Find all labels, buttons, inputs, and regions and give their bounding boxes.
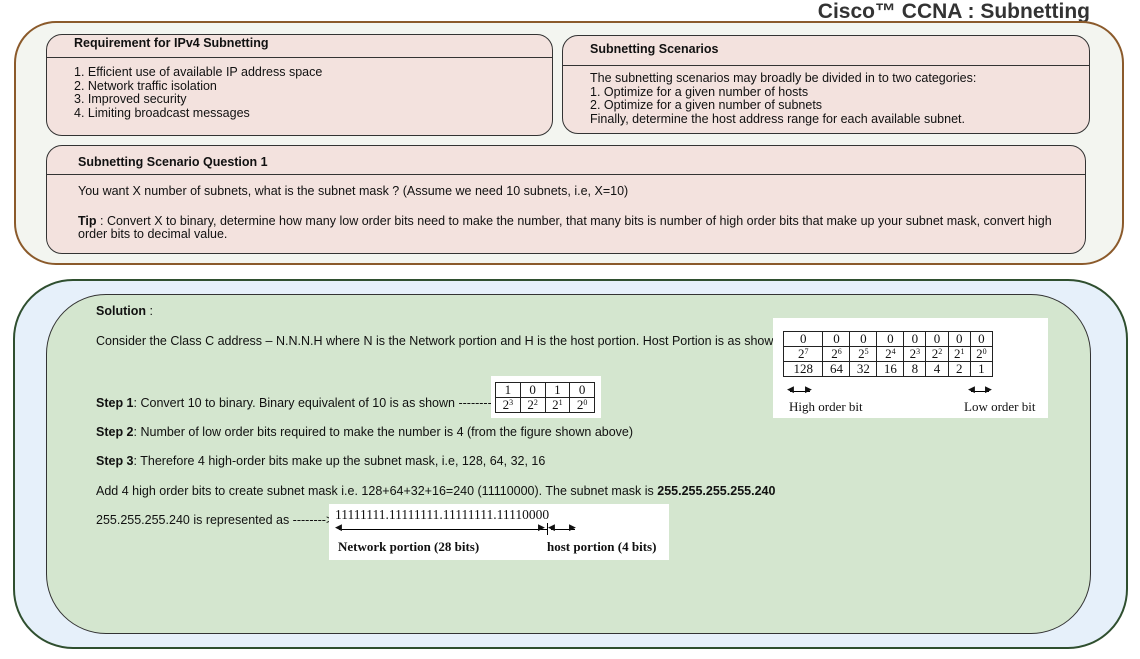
power-cell: 22 xyxy=(519,397,546,413)
value-cell: 16 xyxy=(876,361,905,377)
subnet-mask-text: Add 4 high order bits to create subnet m… xyxy=(96,484,775,498)
bit-cell: 0 xyxy=(822,331,851,347)
value-cell: 1 xyxy=(969,361,994,377)
host-arrow xyxy=(551,529,575,530)
bit-cell: 0 xyxy=(947,331,971,347)
step1-label: Step 1 xyxy=(96,396,134,410)
power-cell: 27 xyxy=(782,346,824,362)
list-item: 4. Limiting broadcast messages xyxy=(74,105,250,120)
host-arrow-left-head: ◀ xyxy=(548,522,555,532)
low-order-label: Low order bit xyxy=(964,399,1036,414)
list-item: The subnetting scenarios may broadly be … xyxy=(590,71,977,85)
step2-label: Step 2 xyxy=(96,425,134,439)
high-arrow-left-head: ◀ xyxy=(787,384,794,394)
value-cell: 8 xyxy=(903,361,927,377)
mask-figure: 11111111.11111111.11111111.11110000 ◀ ▶ … xyxy=(329,504,669,560)
power-cell: 24 xyxy=(876,346,905,362)
step3-label: Step 3 xyxy=(96,454,134,468)
network-arrow xyxy=(339,529,547,530)
value-cell: 2 xyxy=(947,361,971,377)
low-arrow-right-head: ▶ xyxy=(985,384,992,394)
requirements-list: 1. Efficient use of available IP address… xyxy=(47,58,552,120)
bit-cell: 0 xyxy=(569,382,595,398)
low-order-arrow xyxy=(971,391,989,392)
bit-cell: 0 xyxy=(876,331,905,347)
high-order-label: High order bit xyxy=(789,399,863,414)
step3-text: Step 3: Therefore 4 high-order bits make… xyxy=(96,454,545,468)
power-cell: 25 xyxy=(849,346,878,362)
high-arrow-right-head: ▶ xyxy=(805,384,812,394)
list-item: 1. Optimize for a given number of hosts xyxy=(590,84,809,99)
list-item: 1. Efficient use of available IP address… xyxy=(74,65,323,79)
bit-cell: 0 xyxy=(903,331,927,347)
requirements-heading: Requirement for IPv4 Subnetting xyxy=(47,35,552,58)
scenarios-list: The subnetting scenarios may broadly be … xyxy=(563,66,1089,126)
representation-text: 255.255.255.240 is represented as ------… xyxy=(96,513,334,527)
subnet-mask-body: Add 4 high order bits to create subnet m… xyxy=(96,484,658,498)
question-text: You want X number of subnets, what is th… xyxy=(78,184,629,198)
page-title: Cisco™ CCNA : Subnetting xyxy=(817,0,1090,23)
divider-tick xyxy=(547,523,548,535)
solution-label: Solution xyxy=(96,304,146,318)
power-cell: 26 xyxy=(822,346,851,362)
step2-body: : Number of low order bits required to m… xyxy=(133,425,634,439)
subnet-mask-value: 255.255.255.255.240 xyxy=(657,484,776,498)
power-cell: 21 xyxy=(947,346,971,362)
low-arrow-left-head: ◀ xyxy=(968,384,975,394)
list-item: 2. Network traffic isolation xyxy=(74,78,217,93)
bit-cell: 0 xyxy=(925,331,949,347)
value-cell: 64 xyxy=(822,361,851,377)
power-cell: 23 xyxy=(495,397,521,413)
host-portion-label: host portion (4 bits) xyxy=(547,539,657,554)
bit-cell: 0 xyxy=(519,382,546,398)
tip-text: Tip : Convert X to binary, determine how… xyxy=(78,213,1055,242)
bit-cell: 0 xyxy=(969,331,994,347)
mask-binary: 11111111.11111111.11111111.11110000 xyxy=(335,507,550,522)
requirements-box: Requirement for IPv4 Subnetting 1. Effic… xyxy=(46,34,553,136)
power-cell: 23 xyxy=(903,346,927,362)
list-item: 2. Optimize for a given number of subnet… xyxy=(590,98,823,112)
bit-cell: 1 xyxy=(544,382,571,398)
tip-body: : Convert X to binary, determine how man… xyxy=(78,213,1052,241)
bit-cell: 0 xyxy=(782,331,824,347)
step1-body: : Convert 10 to binary. Binary equivalen… xyxy=(133,396,504,410)
question-box: Subnetting Scenario Question 1 You want … xyxy=(46,145,1086,254)
scenarios-heading: Subnetting Scenarios xyxy=(563,36,1089,66)
list-item: Finally, determine the host address rang… xyxy=(590,111,965,126)
power-cell: 20 xyxy=(569,397,595,413)
network-arrow-left-head: ◀ xyxy=(335,522,342,532)
high-order-arrow xyxy=(790,391,810,392)
list-item: 3. Improved security xyxy=(74,92,187,106)
solution-heading: Solution : xyxy=(96,304,153,318)
value-cell: 32 xyxy=(849,361,878,377)
question-heading: Subnetting Scenario Question 1 xyxy=(47,146,1085,175)
step3-body: : Therefore 4 high-order bits make up th… xyxy=(133,454,546,468)
step2-text: Step 2: Number of low order bits require… xyxy=(96,425,633,439)
host-arrow-right-head: ▶ xyxy=(569,522,576,532)
tip-label: Tip xyxy=(78,213,97,228)
power-cell: 22 xyxy=(925,346,949,362)
value-cell: 4 xyxy=(925,361,949,377)
network-portion-label: Network portion (28 bits) xyxy=(338,539,480,554)
network-arrow-right-head: ▶ xyxy=(538,522,545,532)
power-cell: 21 xyxy=(544,397,571,413)
bit-cell: 0 xyxy=(849,331,878,347)
solution-intro: Consider the Class C address – N.N.N.H w… xyxy=(96,334,812,348)
power-cell: 20 xyxy=(969,346,994,362)
scenarios-box: Subnetting Scenarios The subnetting scen… xyxy=(562,35,1090,134)
value-cell: 128 xyxy=(782,361,824,377)
bit-cell: 1 xyxy=(495,382,521,398)
solution-label-suffix: : xyxy=(146,304,153,318)
step1-text: Step 1: Convert 10 to binary. Binary equ… xyxy=(96,396,503,410)
